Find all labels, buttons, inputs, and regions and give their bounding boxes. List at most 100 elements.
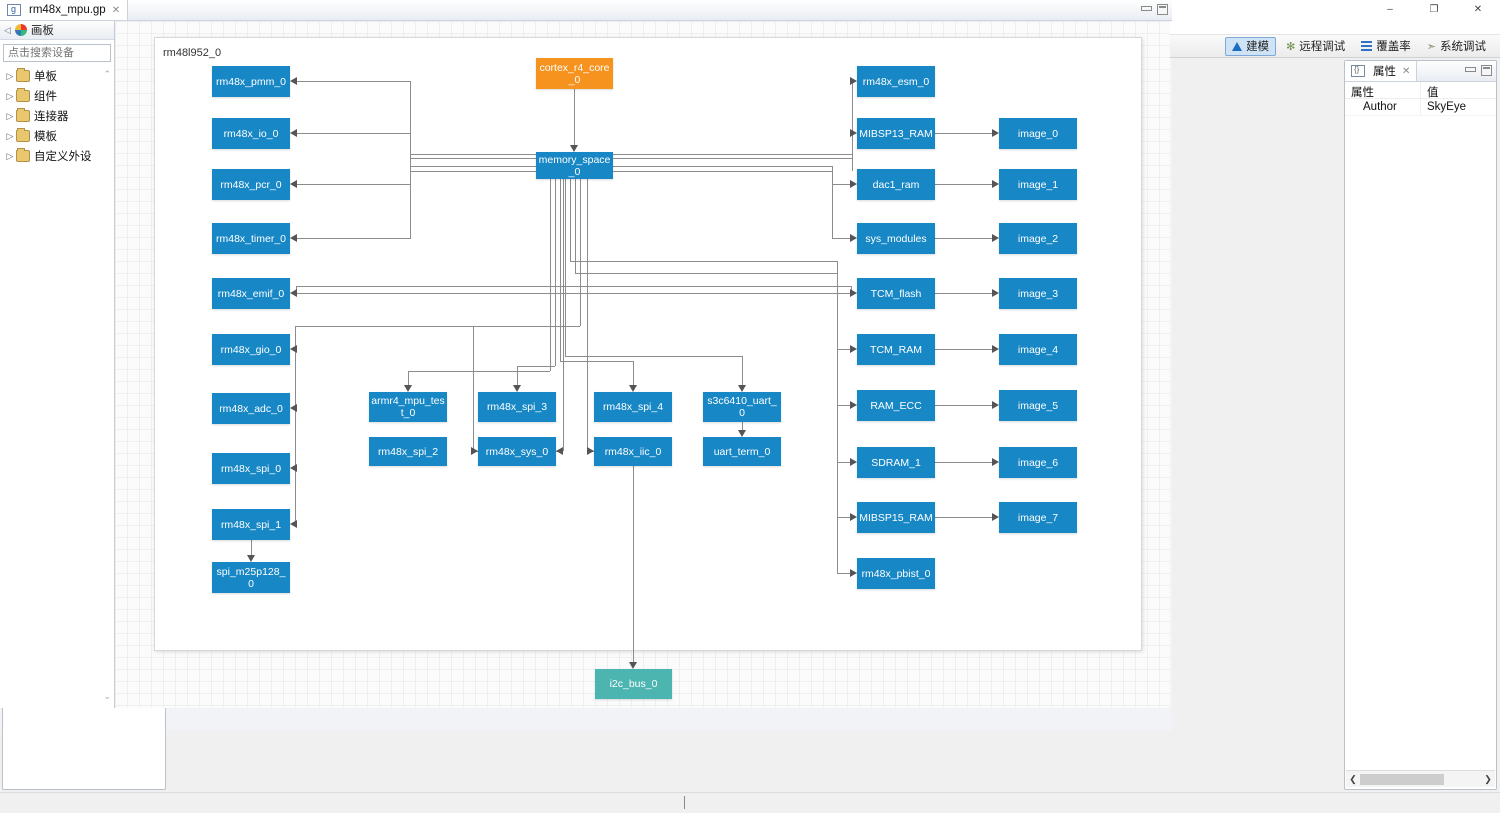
diagram-node-MIBSP13_RAM[interactable]: MIBSP13_RAM (857, 118, 935, 149)
restore-button[interactable]: ❐ (1429, 3, 1439, 15)
coverage-icon (1361, 41, 1373, 51)
diagram-node-rm48x_io_0[interactable]: rm48x_io_0 (212, 118, 290, 149)
horizontal-scrollbar[interactable]: ❮ ❯ (1346, 770, 1495, 787)
diagram-node-TCM_RAM[interactable]: TCM_RAM (857, 334, 935, 365)
palette-group-组件[interactable]: ▷组件 (0, 86, 114, 106)
folder-icon (16, 108, 30, 122)
diagram-node-armr4_mpu_test_0[interactable]: armr4_mpu_test_0 (369, 392, 447, 422)
chevron-right-icon[interactable]: ▷ (6, 70, 14, 81)
collapse-palette-icon[interactable]: ◁ (4, 24, 11, 35)
maximize-panel-icon[interactable] (1481, 65, 1492, 76)
diagram-node-image_5[interactable]: image_5 (999, 390, 1077, 421)
close-icon[interactable]: ✕ (1402, 65, 1411, 77)
scroll-right-icon[interactable]: ❯ (1484, 773, 1492, 784)
chevron-right-icon[interactable]: ▷ (6, 90, 14, 101)
scroll-down-icon[interactable]: ⌄ (103, 691, 111, 701)
connector-line (852, 81, 853, 171)
diagram-node-rm48x_iic_0[interactable]: rm48x_iic_0 (594, 437, 672, 466)
perspective-modeling[interactable]: 建模 (1225, 36, 1277, 56)
properties-columns: 属性 值 (1345, 82, 1496, 99)
arrow-head-icon (850, 345, 857, 353)
close-button[interactable]: ✕ (1473, 3, 1483, 15)
diagram-node-rm48x_spi_2[interactable]: rm48x_spi_2 (369, 437, 447, 466)
connector-line (410, 166, 536, 167)
diagram-node-image_6[interactable]: image_6 (999, 447, 1077, 478)
arrow-head-icon (471, 447, 478, 455)
perspective-switcher: 建模✻远程调试覆盖率➣系统调试 (1221, 35, 1492, 57)
arrow-head-icon (570, 145, 578, 152)
chevron-right-icon[interactable]: ▷ (6, 110, 14, 121)
diagram-node-s3c6410_uart_0[interactable]: s3c6410_uart_0 (703, 392, 781, 422)
scroll-up-icon[interactable]: ⌃ (103, 69, 111, 79)
arrow-head-icon (992, 513, 999, 521)
editor-tab[interactable]: rm48x_mpu.gp ✕ (0, 0, 129, 20)
diagram-node-sys_modules[interactable]: sys_modules (857, 223, 935, 254)
diagram-node-rm48x_pmm_0[interactable]: rm48x_pmm_0 (212, 66, 290, 97)
diagram-node-image_3[interactable]: image_3 (999, 278, 1077, 309)
arrow-head-icon (850, 180, 857, 188)
arrow-head-icon (290, 289, 297, 297)
diagram-node-image_1[interactable]: image_1 (999, 169, 1077, 200)
diagram-node-TCM_flash[interactable]: TCM_flash (857, 278, 935, 309)
device-search-input[interactable] (3, 44, 111, 62)
connector-line (832, 238, 851, 239)
scroll-left-icon[interactable]: ❮ (1349, 773, 1357, 784)
palette-group-自定义外设[interactable]: ▷ 自定义外设 (0, 146, 114, 166)
diagram-node-image_0[interactable]: image_0 (999, 118, 1077, 149)
chevron-right-icon[interactable]: ▷ (6, 130, 14, 141)
close-icon[interactable]: ✕ (111, 4, 121, 16)
tab-properties[interactable]: 属性 ✕ (1345, 61, 1418, 81)
diagram-node-RAM_ECC[interactable]: RAM_ECC (857, 390, 935, 421)
diagram-node-dac1_ram[interactable]: dac1_ram (857, 169, 935, 200)
perspective-remote-debug[interactable]: ✻远程调试 (1280, 37, 1351, 56)
connector-line (935, 133, 993, 134)
diagram-node-cortex_r4_core_0[interactable]: cortex_r4_core_0 (536, 58, 613, 89)
maximize-panel-icon[interactable] (1157, 4, 1168, 15)
arrow-head-icon (850, 129, 857, 137)
connector-line (517, 366, 518, 385)
diagram-node-SDRAM_1[interactable]: SDRAM_1 (857, 447, 935, 478)
perspective-system-debug[interactable]: ➣系统调试 (1421, 37, 1492, 56)
diagram-node-image_7[interactable]: image_7 (999, 502, 1077, 533)
diagram-node-rm48x_emif_0[interactable]: rm48x_emif_0 (212, 278, 290, 309)
diagram-canvas[interactable]: rm48l952_0 cortex_r4_core_0 memory_space_… (115, 21, 1170, 708)
diagram-node-image_2[interactable]: image_2 (999, 223, 1077, 254)
diagram-node-rm48x_spi_0[interactable]: rm48x_spi_0 (212, 453, 290, 484)
diagram-node-i2c_bus_0[interactable]: i2c_bus_0 (595, 669, 672, 699)
diagram-node-rm48x_spi_4[interactable]: rm48x_spi_4 (594, 392, 672, 422)
folder-icon (16, 148, 30, 162)
diagram-node-uart_term_0[interactable]: uart_term_0 (703, 437, 781, 466)
statusbar-handle[interactable] (684, 796, 685, 809)
diagram-node-MIBSP15_RAM[interactable]: MIBSP15_RAM (857, 502, 935, 533)
minimize-panel-icon[interactable] (1464, 65, 1476, 76)
diagram-node-rm48x_sys_0[interactable]: rm48x_sys_0 (478, 437, 556, 466)
palette-group-单板[interactable]: ▷单板 (0, 66, 114, 86)
arrow-head-icon (587, 447, 594, 455)
diagram-node-image_4[interactable]: image_4 (999, 334, 1077, 365)
connector-line (935, 238, 993, 239)
palette-group-模板[interactable]: ▷模板 (0, 126, 114, 146)
diagram-node-rm48x_adc_0[interactable]: rm48x_adc_0 (212, 393, 290, 424)
diagram-node-spi_m25p128_0[interactable]: spi_m25p128_0 (212, 562, 290, 593)
diagram-node-memory_space_0[interactable]: memory_space_0 (536, 152, 613, 179)
connector-line (837, 573, 851, 574)
palette-group-label: 自定义外设 (34, 151, 92, 163)
scrollbar-thumb[interactable] (1360, 773, 1444, 785)
sheet-label: rm48l952_0 (163, 47, 222, 59)
arrow-head-icon (290, 520, 297, 528)
diagram-node-rm48x_pbist_0[interactable]: rm48x_pbist_0 (857, 558, 935, 589)
diagram-node-rm48x_esm_0[interactable]: rm48x_esm_0 (857, 66, 935, 97)
diagram-node-rm48x_gio_0[interactable]: rm48x_gio_0 (212, 334, 290, 365)
perspective-coverage[interactable]: 覆盖率 (1355, 37, 1417, 56)
diagram-node-rm48x_timer_0[interactable]: rm48x_timer_0 (212, 223, 290, 254)
palette-group-连接器[interactable]: ▷连接器 (0, 106, 114, 126)
diagram-node-rm48x_pcr_0[interactable]: rm48x_pcr_0 (212, 169, 290, 200)
chevron-right-icon[interactable]: ▷ (6, 150, 14, 161)
diagram-node-rm48x_spi_1[interactable]: rm48x_spi_1 (212, 509, 290, 540)
minimize-panel-icon[interactable] (1140, 4, 1152, 15)
diagram-node-rm48x_spi_3[interactable]: rm48x_spi_3 (478, 392, 556, 422)
system-debug-icon: ➣ (1426, 40, 1436, 53)
minimize-button[interactable]: – (1387, 3, 1393, 15)
arrow-head-icon (850, 513, 857, 521)
